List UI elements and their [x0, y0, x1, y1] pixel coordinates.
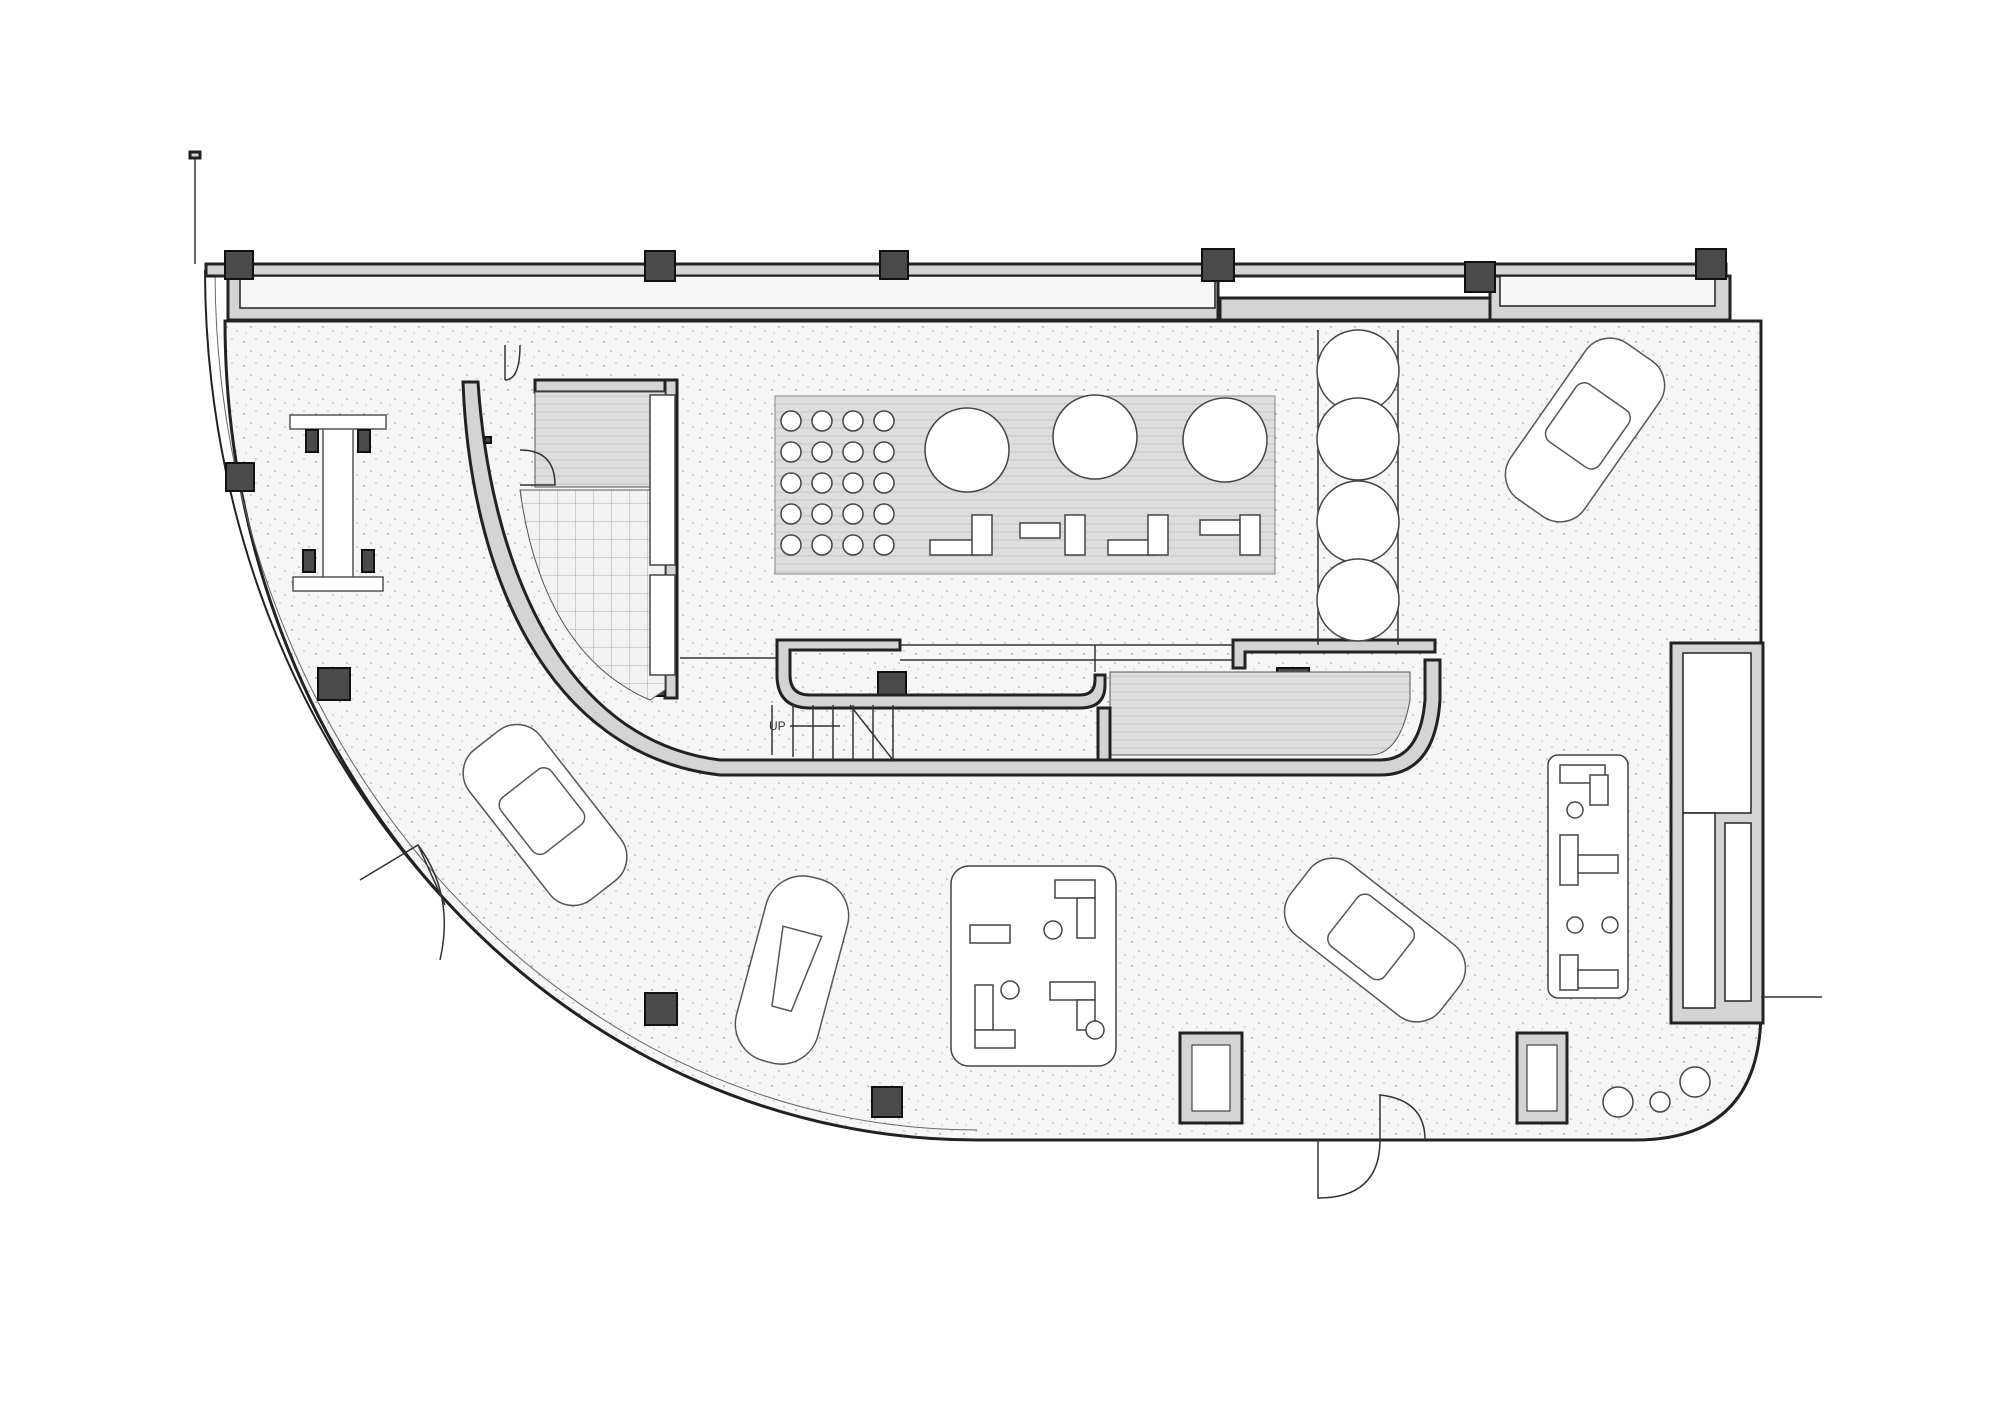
stool: [842, 472, 864, 494]
stool: [811, 472, 833, 494]
stool: [873, 472, 895, 494]
stool: [842, 441, 864, 463]
stool: [873, 441, 895, 463]
stool: [873, 503, 895, 525]
stool: [811, 534, 833, 556]
stair: UP: [769, 704, 894, 763]
car: [1504, 337, 1666, 523]
kiosks: [1178, 1031, 1569, 1125]
doors: [359, 843, 1426, 1199]
car: [462, 723, 628, 907]
stool: [842, 410, 864, 432]
stool: [873, 534, 895, 556]
display-cars: [289, 337, 1666, 1065]
stool: [842, 534, 864, 556]
stool: [811, 441, 833, 463]
display-discs: [1316, 329, 1400, 645]
car: [734, 875, 850, 1065]
stair-up-label: UP: [769, 719, 786, 733]
car: [1283, 857, 1467, 1023]
stool: [780, 503, 802, 525]
stool: [780, 472, 802, 494]
north-wall: [188, 150, 1732, 322]
race-car: [289, 414, 387, 592]
central-core: [461, 344, 1442, 777]
stool: [780, 534, 802, 556]
stool: [811, 503, 833, 525]
lounge-area: [774, 394, 1276, 575]
stool: [811, 410, 833, 432]
lounge-chairs: [1602, 1066, 1711, 1118]
service-block: [1669, 641, 1822, 1025]
stool: [780, 441, 802, 463]
stool: [780, 410, 802, 432]
meeting-islands: [950, 754, 1629, 1067]
stool: [873, 410, 895, 432]
stool: [842, 503, 864, 525]
